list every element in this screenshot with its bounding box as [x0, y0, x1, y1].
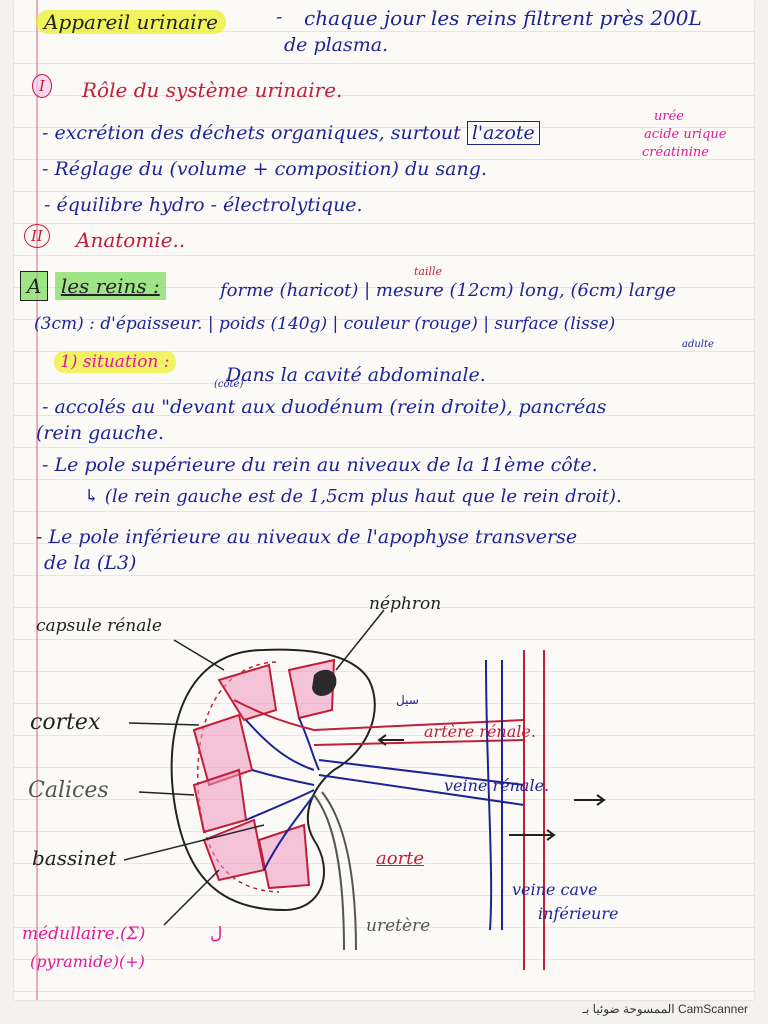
adulte-note: adulte — [682, 339, 714, 350]
section1-item1-text: - excrétion des déchets organiques, surt… — [42, 122, 461, 144]
header-title: Appareil urinaire — [36, 10, 226, 34]
notebook-page: Appareil urinaire - chaque jour les rein… — [14, 0, 754, 1000]
azote-note-3: créatinine — [642, 145, 709, 160]
pole-inferieure-2: de la (L3) — [44, 552, 137, 574]
kidney-diagram — [123, 609, 606, 970]
header-line1: chaque jour les reins filtrent près 200L — [304, 6, 702, 30]
section1-item1: - excrétion des déchets organiques, surt… — [42, 121, 540, 145]
vena-cava — [485, 659, 503, 931]
camscanner-footer: الممسوحة ضوئيا بـ CamScanner — [582, 1002, 748, 1016]
situation-text: Dans la cavité abdominale. — [226, 364, 486, 386]
situation-line2: - accolés au "devant aux duodénum (rein … — [42, 396, 607, 418]
label-uretere: uretère — [366, 916, 431, 936]
label-veine-renale: veine rénale. — [444, 776, 550, 795]
section2-title: Anatomie.. — [76, 228, 186, 252]
section1-item3: - équilibre hydro - électrolytique. — [44, 194, 363, 216]
label-calices: Calices — [28, 778, 109, 803]
label-bassinet: bassinet — [32, 846, 117, 870]
pyramid-3 — [192, 768, 248, 834]
situation-line3: (rein gauche. — [36, 422, 164, 444]
subsection-letter: A — [20, 271, 49, 301]
leader-lines — [123, 609, 385, 926]
label-pyramide: (pyramide)(+) — [30, 952, 145, 971]
section1-title: Rôle du système urinaire. — [82, 78, 343, 102]
reins-line1: forme (haricot) | mesure (12cm) long, (6… — [220, 280, 677, 301]
label-side-note: سيل — [396, 693, 419, 707]
section2-number-circle: II — [24, 224, 50, 248]
devant-note: (côté) — [214, 379, 244, 390]
mesure-note: taille — [414, 265, 443, 278]
ureter — [313, 794, 345, 951]
label-cortex: cortex — [30, 710, 101, 735]
azote-note-1: urée — [654, 109, 684, 124]
kidney-outline — [170, 648, 376, 912]
section2-number: II — [24, 224, 50, 248]
situation-label-text: 1) situation : — [54, 351, 176, 373]
label-artere-renale: artère rénale. — [424, 722, 536, 741]
label-nephron: néphron — [369, 594, 442, 614]
azote-note-2: acide urique — [644, 127, 727, 142]
footer-scanner: CamScanner — [677, 1002, 748, 1016]
header-line2: de plasma. — [284, 34, 389, 56]
label-aorte: aorte — [376, 848, 425, 869]
label-veine-cave: veine cave — [512, 880, 598, 899]
azote-box: l'azote — [466, 121, 540, 145]
nephron-blob — [312, 669, 337, 696]
subsection-a: A les reins : — [20, 271, 166, 301]
reins-line2: (3cm) : d'épaisseur. | poids (140g) | co… — [34, 314, 616, 334]
label-medullaire: médullaire.(Σ) — [22, 924, 146, 944]
pole-superieure: - Le pole supérieure du rein au niveaux … — [42, 454, 598, 476]
label-inferieure: inférieure — [538, 904, 619, 923]
pyramids — [192, 658, 336, 890]
section1-number: I — [32, 74, 52, 98]
calices-lines — [245, 717, 320, 871]
header-dash: - — [276, 6, 283, 28]
pole-inferieure: - Le pole inférieure au niveaux de l'apo… — [36, 526, 578, 548]
aorta — [523, 650, 545, 970]
section1-item2: - Réglage du (volume + composition) du s… — [42, 158, 487, 180]
ureter-2 — [321, 791, 357, 951]
section1-number-circle: I — [32, 74, 52, 98]
footer-scanner-arabic: الممسوحة ضوئيا بـ — [582, 1002, 675, 1016]
subsection-title: les reins : — [54, 272, 166, 300]
renal-artery — [233, 699, 525, 746]
situation-label: 1) situation : — [54, 351, 176, 373]
label-medullaire-ar: ل — [210, 924, 223, 944]
pole-superieure-note: ↳ (le rein gauche est de 1,5cm plus haut… — [84, 486, 622, 507]
pyramid-1 — [217, 663, 278, 722]
flow-arrows — [377, 734, 606, 841]
label-capsule: capsule rénale — [36, 616, 162, 636]
